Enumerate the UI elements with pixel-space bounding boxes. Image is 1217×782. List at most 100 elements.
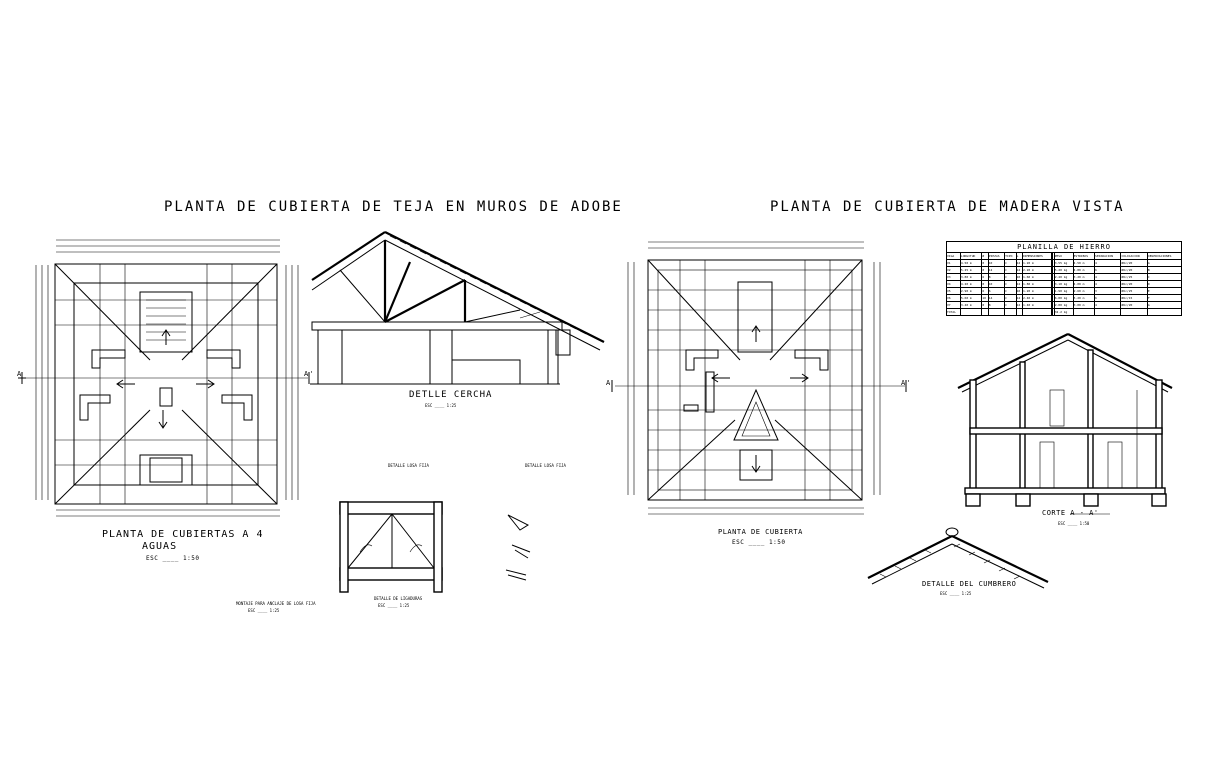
planilla-cell: 32.2 kg xyxy=(1053,308,1074,316)
planilla-cell: C xyxy=(1004,273,1017,281)
left-plan-title-line1: PLANTA DE CUBIERTAS A 4 xyxy=(102,529,264,540)
planilla-cell: 2.20 m xyxy=(1021,266,1052,274)
planilla-cell: Ø6c/15 xyxy=(1120,294,1148,302)
planilla-header: DIMENSIONES xyxy=(1021,252,1052,260)
planilla-title: PLANILLA DE HIERRO xyxy=(946,241,1182,253)
planilla-cell: 14 xyxy=(987,294,1006,302)
planilla-cell: C xyxy=(1004,266,1017,274)
planilla-cell: B xyxy=(1146,266,1183,274)
detail-a-label: DETALLE LOSA FIJA xyxy=(388,463,429,468)
ligaduras-scale: ESC ____ 1:25 xyxy=(378,603,410,608)
planilla-cell: C xyxy=(1004,301,1017,309)
planilla-cell: 4.00 m xyxy=(1072,280,1096,288)
section-drawing xyxy=(957,333,1173,515)
truss-detail-drawing xyxy=(310,231,605,385)
right-cut-label-a2: A' xyxy=(901,379,912,387)
planilla-cell: E xyxy=(1146,287,1183,295)
planilla-cell: V4 xyxy=(946,280,961,288)
planilla-cell: Ø6c/20 xyxy=(1120,301,1148,309)
anclaje-note: MONTAJE PARA ANCLAJE DE LOSA FIJA xyxy=(236,601,316,606)
planilla-header: COLOCACION xyxy=(1120,252,1148,260)
left-cut-label-a2: A' xyxy=(304,370,315,378)
right-plan-scale: ESC ____ 1:50 xyxy=(732,539,786,546)
section-title: CORTE A - A' xyxy=(1042,509,1099,517)
planilla-cell: 10 xyxy=(987,259,1006,267)
planilla-cell: A xyxy=(1146,259,1183,267)
planilla-cell: 4.50 m xyxy=(959,259,983,267)
planilla-cell: 10 xyxy=(987,280,1006,288)
planilla-cell: 3.20 m xyxy=(1072,273,1096,281)
planilla-cell: C xyxy=(1004,259,1017,267)
planilla-cell: 8 xyxy=(987,301,1006,309)
planilla-cell: V7 xyxy=(946,301,961,309)
planilla-cell: Ø6c/20 xyxy=(1120,280,1148,288)
planilla-header: SEPARACION xyxy=(1094,252,1122,260)
planilla-cell xyxy=(1120,308,1148,316)
planilla-cell: 1.80 m xyxy=(1021,280,1052,288)
planilla-cell: 2.90 m xyxy=(959,287,983,295)
truss-detail-title: DETLLE CERCHA xyxy=(409,390,493,400)
planilla-cell: V6 xyxy=(946,294,961,302)
planilla-cell xyxy=(1146,308,1183,316)
planilla-cell: 2.40 kg xyxy=(1053,273,1074,281)
right-cut-label-a: A xyxy=(606,379,612,387)
planilla-cell: 5.60 m xyxy=(959,294,983,302)
planilla-cell: 6 xyxy=(987,287,1006,295)
planilla-cell: 5.20 kg xyxy=(1053,266,1074,274)
planilla-cell: 1.40 m xyxy=(1021,301,1052,309)
planilla-cell: C xyxy=(1004,294,1017,302)
planilla-cell: V1 xyxy=(946,259,961,267)
planilla-cell: 3 xyxy=(1094,287,1122,295)
planilla-cell: 4.20 m xyxy=(959,280,983,288)
planilla-cell: Ø6c/25 xyxy=(1120,273,1148,281)
planilla-table: PLANILLA DE HIERRO VIGA LONGITUD Ø PIEZA… xyxy=(946,241,1183,316)
planilla-cell xyxy=(1052,308,1055,316)
anclaje-note-scale: ESC ____ 1:25 xyxy=(248,608,280,613)
planilla-cell: C xyxy=(1004,287,1017,295)
planilla-header-row: VIGA LONGITUD Ø PIEZAS TIPO L DIMENSIONE… xyxy=(946,252,1183,260)
planilla-header: OBSERVACIONES xyxy=(1146,252,1183,260)
planilla-cell: 1.60 m xyxy=(1021,273,1052,281)
ligaduras-detail-drawing xyxy=(339,501,531,593)
left-roof-plan xyxy=(25,239,308,517)
planilla-cell: G xyxy=(1146,301,1183,309)
planilla-cell xyxy=(1015,308,1024,316)
planilla-cell: 6.80 kg xyxy=(1053,294,1074,302)
planilla-cell: 12 xyxy=(987,266,1006,274)
planilla-cell: 4 xyxy=(1094,280,1122,288)
planilla-cell: 3.40 m xyxy=(959,301,983,309)
left-cut-label-a: A xyxy=(17,370,23,378)
left-plan-title-line2: AGUAS xyxy=(142,541,178,552)
planilla-cell: Ø6c/20 xyxy=(1120,259,1148,267)
planilla-cell: C xyxy=(1146,273,1183,281)
planilla-cell: 5.20 m xyxy=(1072,294,1096,302)
planilla-cell: 1.20 m xyxy=(1021,287,1052,295)
right-main-title: PLANTA DE CUBIERTA DE MADERA VISTA xyxy=(770,199,1125,215)
planilla-cell: 1.90 kg xyxy=(1053,287,1074,295)
planilla-cell xyxy=(987,308,1006,316)
left-plan-scale: ESC ____ 1:50 xyxy=(146,555,200,562)
planilla-cell: 3.00 m xyxy=(1072,301,1096,309)
planilla-cell: 4 xyxy=(1094,273,1122,281)
planilla-cell: 2.80 kg xyxy=(1053,301,1074,309)
planilla-header: ESTRIBOS xyxy=(1072,252,1096,260)
planilla-header: PESO xyxy=(1053,252,1074,260)
right-roof-plan xyxy=(615,241,905,515)
planilla-header: VIGA xyxy=(946,252,961,260)
planilla-cell xyxy=(1072,308,1096,316)
planilla-cell: 2.60 m xyxy=(1072,287,1096,295)
planilla-cell: 3.10 kg xyxy=(1053,280,1074,288)
planilla-cell: V5 xyxy=(946,287,961,295)
planilla-cell: TOTAL xyxy=(946,308,961,316)
planilla-cell: 1.20 m xyxy=(1021,259,1052,267)
planilla-cell: 6 xyxy=(1094,294,1122,302)
planilla-cell xyxy=(1004,308,1017,316)
planilla-cell: 2.40 m xyxy=(1021,294,1052,302)
section-scale: ESC ____ 1:50 xyxy=(1058,521,1090,526)
planilla-cell: Ø6c/25 xyxy=(1120,287,1148,295)
